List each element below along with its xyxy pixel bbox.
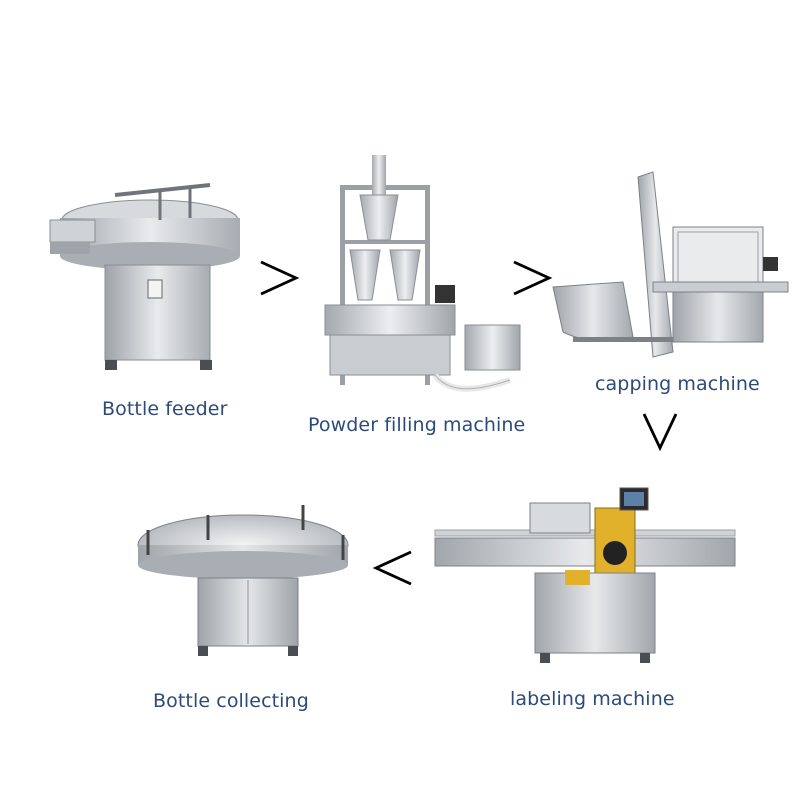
chevron-right-icon (513, 260, 553, 296)
capping-machine (552, 171, 789, 358)
bottle-feeder-machine (49, 183, 240, 370)
chevron-left-icon (372, 550, 412, 586)
capping-label: capping machine (595, 373, 760, 395)
chevron-right-icon (260, 260, 300, 296)
powder-filling-label: Powder filling machine (308, 414, 526, 436)
powder-filling-machine (324, 155, 521, 392)
bottle-collecting-label: Bottle collecting (153, 690, 309, 712)
labeling-machine (434, 487, 736, 663)
bottle-feeder-label: Bottle feeder (102, 398, 228, 420)
chevron-down-icon (642, 413, 678, 452)
bottle-collecting-machine (137, 505, 349, 656)
labeling-label: labeling machine (510, 688, 675, 710)
